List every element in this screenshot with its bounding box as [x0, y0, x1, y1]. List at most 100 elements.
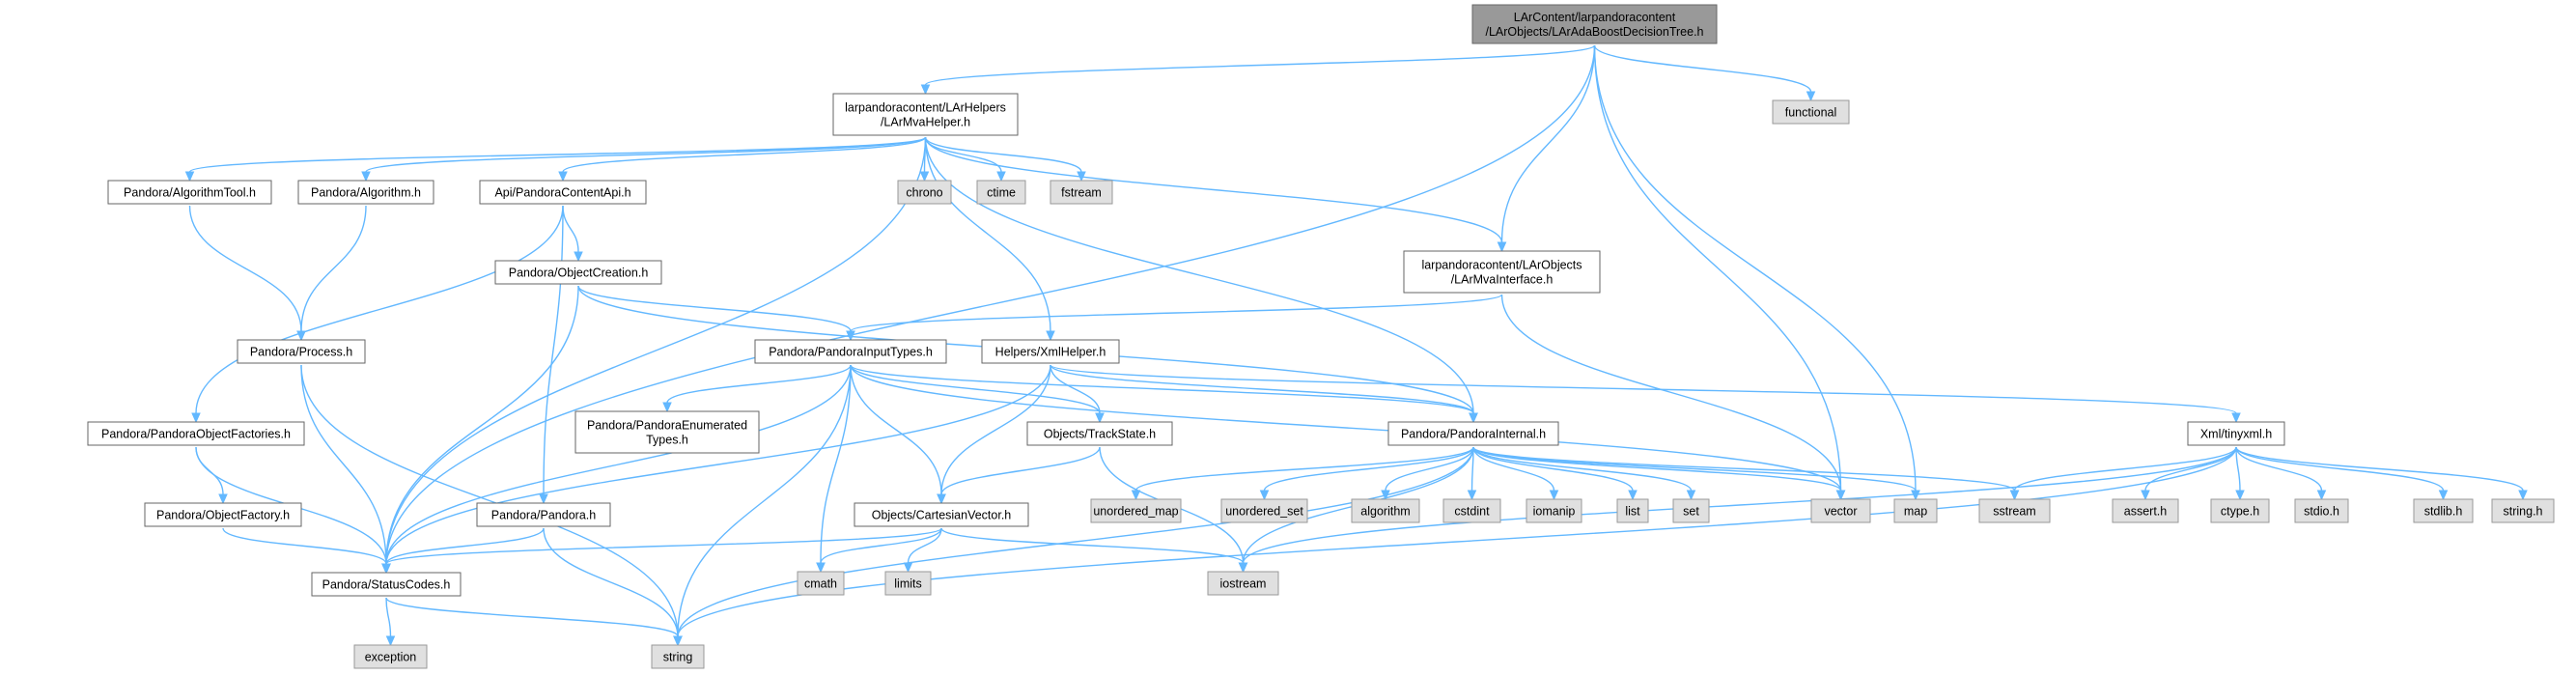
- edge-mvaiface-to-vector: [1500, 294, 1842, 492]
- dependency-nodes: LArContent/larpandoracontent/LArObjects/…: [87, 4, 2555, 669]
- edge-inputtypes-to-internal: [850, 364, 1474, 414]
- node-label: cmath: [804, 577, 837, 591]
- edge-tinyxml-to-ctypeh: [2235, 446, 2241, 492]
- node-box: [2294, 498, 2349, 523]
- node-inputtypes[interactable]: Pandora/PandoraInputTypes.h: [754, 339, 947, 364]
- node-objfactories[interactable]: Pandora/PandoraObjectFactories.h: [87, 421, 305, 446]
- node-box: [1471, 4, 1718, 44]
- node-label: string: [663, 651, 693, 664]
- edge-tinyxml-to-asserth: [2144, 446, 2237, 492]
- arrowhead-icon: [1628, 490, 1638, 501]
- node-unordered_set: unordered_set: [1220, 498, 1308, 523]
- node-root[interactable]: LArContent/larpandoracontent/LArObjects/…: [1471, 4, 1718, 44]
- edge-objcreation-to-inputtypes: [577, 285, 852, 332]
- node-mvahelper[interactable]: larpandoracontent/LArHelpers/LArMvaHelpe…: [832, 93, 1019, 136]
- node-alg[interactable]: Pandora/Algorithm.h: [297, 180, 434, 205]
- edge-internal-to-unordered_map: [1134, 446, 1474, 492]
- arrowhead-icon: [920, 84, 931, 96]
- arrowhead-icon: [1238, 562, 1248, 574]
- node-objfactory[interactable]: Pandora/ObjectFactory.h: [144, 502, 302, 527]
- edge-algtool-to-process: [188, 205, 302, 332]
- node-label: exception: [365, 651, 417, 664]
- node-label: string.h: [2504, 505, 2543, 519]
- node-label: ctype.h: [2221, 505, 2259, 519]
- node-label: /LArObjects/LArAdaBoostDecisionTree.h: [1485, 25, 1703, 39]
- node-algtool[interactable]: Pandora/AlgorithmTool.h: [107, 180, 272, 205]
- edge-contentapi-to-objfactories: [195, 205, 564, 414]
- arrowhead-icon: [2438, 490, 2449, 501]
- node-cartvec[interactable]: Objects/CartesianVector.h: [854, 502, 1029, 527]
- node-label: algorithm: [1360, 505, 1410, 519]
- arrowhead-icon: [1131, 490, 1141, 501]
- node-ctime: ctime: [976, 180, 1026, 205]
- edge-internal-to-sstream: [1472, 446, 2016, 492]
- arrowhead-icon: [2141, 490, 2150, 501]
- node-label: larpandoracontent/LArObjects: [1421, 259, 1582, 272]
- node-box: [1026, 421, 1173, 446]
- node-label: /LArMvaInterface.h: [1451, 273, 1554, 287]
- arrowhead-icon: [673, 635, 683, 647]
- node-box: [1810, 498, 1871, 523]
- edge-cartvec-to-limits: [907, 527, 942, 564]
- node-box: [1442, 498, 1501, 523]
- edge-mvahelper-to-contentapi: [562, 136, 927, 173]
- arrowhead-icon: [191, 412, 201, 424]
- edge-contentapi-to-objcreation: [562, 205, 579, 253]
- arrowhead-icon: [1806, 91, 1816, 102]
- arrowhead-icon: [1259, 490, 1270, 501]
- edge-mvahelper-to-fstream: [924, 136, 1082, 173]
- edge-internal-to-iomanip: [1472, 446, 1555, 492]
- edge-root-to-statuscodes: [385, 44, 1596, 565]
- arrowhead-icon: [2316, 490, 2327, 501]
- arrowhead-icon: [1095, 412, 1105, 424]
- node-label: larpandoracontent/LArHelpers: [845, 101, 1006, 115]
- arrowhead-icon: [558, 171, 568, 183]
- edge-root-to-mvaiface: [1500, 44, 1596, 243]
- node-box: [1672, 498, 1710, 523]
- node-label: list: [1625, 505, 1640, 519]
- node-internal[interactable]: Pandora/PandoraInternal.h: [1387, 421, 1559, 446]
- edge-root-to-vector: [1593, 44, 1842, 492]
- edge-inputtypes-to-vector: [850, 364, 1842, 492]
- node-label: map: [1904, 505, 1927, 519]
- edge-root-to-mvahelper: [924, 44, 1596, 86]
- node-trackstate[interactable]: Objects/TrackState.h: [1026, 421, 1173, 446]
- node-box: [2413, 498, 2474, 523]
- node-tinyxml[interactable]: Xml/tinyxml.h: [2187, 421, 2285, 446]
- node-string: string: [651, 644, 705, 669]
- edge-pandora-to-statuscodes: [385, 527, 545, 565]
- node-mvaiface[interactable]: larpandoracontent/LArObjects/LArMvaInter…: [1403, 250, 1601, 294]
- node-pandora[interactable]: Pandora/Pandora.h: [476, 502, 611, 527]
- arrowhead-icon: [218, 493, 228, 505]
- node-xmlhelper[interactable]: Helpers/XmlHelper.h: [981, 339, 1120, 364]
- edge-mvaiface-to-inputtypes: [850, 294, 1503, 332]
- arrowhead-icon: [1686, 490, 1696, 501]
- node-box: [797, 571, 845, 596]
- node-fstream: fstream: [1050, 180, 1113, 205]
- edge-statuscodes-to-exception: [385, 597, 392, 637]
- node-label: Types.h: [646, 434, 688, 447]
- node-box: [476, 502, 611, 527]
- node-objcreation[interactable]: Pandora/ObjectCreation.h: [494, 260, 662, 285]
- node-label: Pandora/PandoraInputTypes.h: [769, 346, 933, 359]
- node-list: list: [1616, 498, 1649, 523]
- node-stringh: string.h: [2491, 498, 2555, 523]
- arrowhead-icon: [381, 563, 391, 575]
- node-contentapi[interactable]: Api/PandoraContentApi.h: [479, 180, 647, 205]
- arrowhead-icon: [574, 251, 583, 263]
- edge-internal-to-list: [1472, 446, 1634, 492]
- node-process[interactable]: Pandora/Process.h: [237, 339, 366, 364]
- edge-mvahelper-to-ctime: [924, 136, 1002, 173]
- edge-internal-to-unordered_set: [1263, 446, 1474, 492]
- node-box: [2491, 498, 2555, 523]
- node-label: Pandora/PandoraEnumerated: [587, 419, 747, 433]
- node-box: [976, 180, 1026, 205]
- node-label: limits: [894, 577, 921, 591]
- node-iostream: iostream: [1207, 571, 1279, 596]
- node-statuscodes[interactable]: Pandora/StatusCodes.h: [311, 572, 462, 597]
- node-label: Helpers/XmlHelper.h: [995, 346, 1106, 359]
- node-map: map: [1893, 498, 1938, 523]
- node-box: [479, 180, 647, 205]
- arrowhead-icon: [1549, 490, 1559, 501]
